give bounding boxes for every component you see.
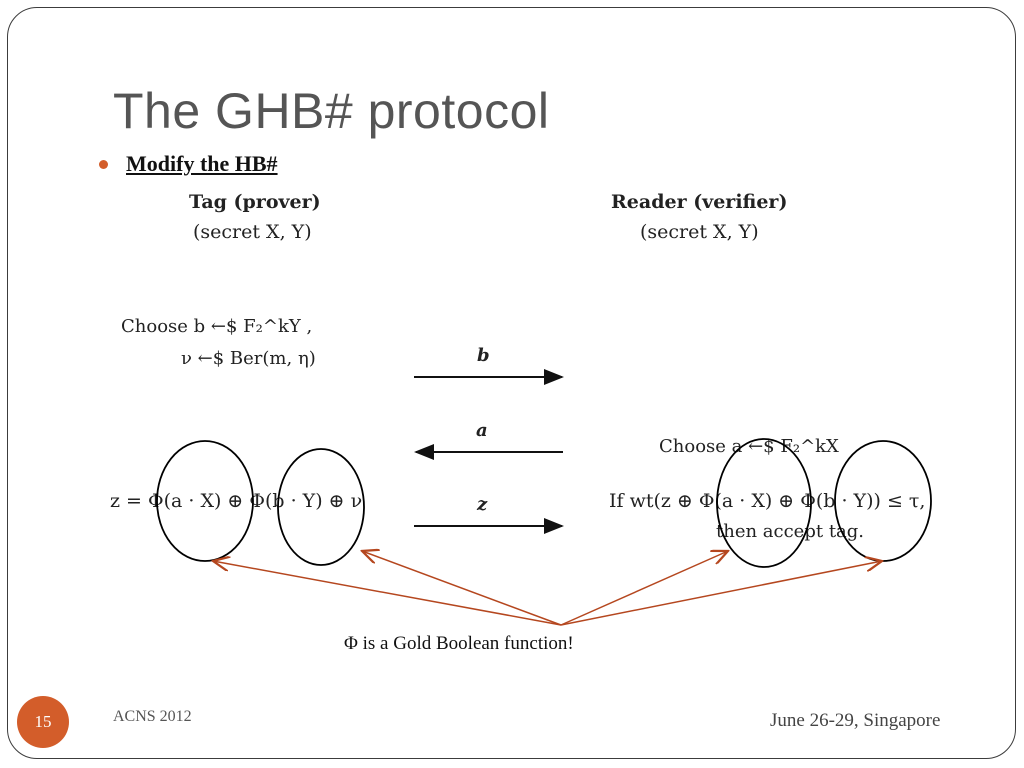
- tag-secret: (secret X, Y): [193, 221, 312, 243]
- footer-date-location: June 26-29, Singapore: [770, 710, 941, 731]
- footer-conference: ACNS 2012: [113, 708, 192, 725]
- annotation-arrow-4: [560, 561, 882, 626]
- bullet-marker: [99, 160, 108, 169]
- reader-accept: then accept tag.: [716, 521, 865, 542]
- slide-frame: [7, 7, 1016, 759]
- highlight-ellipse-1: [156, 440, 254, 562]
- tag-header: Tag (prover): [189, 191, 321, 213]
- annotation-arrow-3: [560, 551, 728, 626]
- page-number: 15: [17, 696, 69, 748]
- caption: Φ is a Gold Boolean function!: [344, 633, 574, 654]
- arrow-b-label: b: [477, 345, 490, 366]
- reader-secret: (secret X, Y): [640, 221, 759, 243]
- bullet-text: Modify the HB#: [126, 151, 278, 176]
- slide-title: The GHB# protocol: [113, 83, 550, 139]
- tag-choose-nu: ν ←$ Ber(m, η): [181, 348, 316, 369]
- arrow-a-label: a: [476, 420, 488, 441]
- annotation-arrow-1: [213, 561, 562, 626]
- annotation-arrow-2: [362, 551, 562, 626]
- z-formula: z = Φ(a · X) ⊕ Φ(b · Y) ⊕ ν: [110, 490, 363, 512]
- reader-header: Reader (verifier): [611, 191, 788, 213]
- highlight-ellipse-4: [834, 440, 932, 562]
- reader-check: If wt(z ⊕ Φ(a · X) ⊕ Φ(b · Y)) ≤ τ,: [609, 490, 926, 512]
- highlight-ellipse-3: [716, 438, 812, 568]
- arrow-z-label: z: [477, 494, 488, 515]
- reader-choose-a: Choose a ←$ F₂^kX: [659, 436, 839, 457]
- tag-choose-b: Choose b ←$ F₂^kY ,: [121, 316, 313, 337]
- highlight-ellipse-2: [277, 448, 365, 566]
